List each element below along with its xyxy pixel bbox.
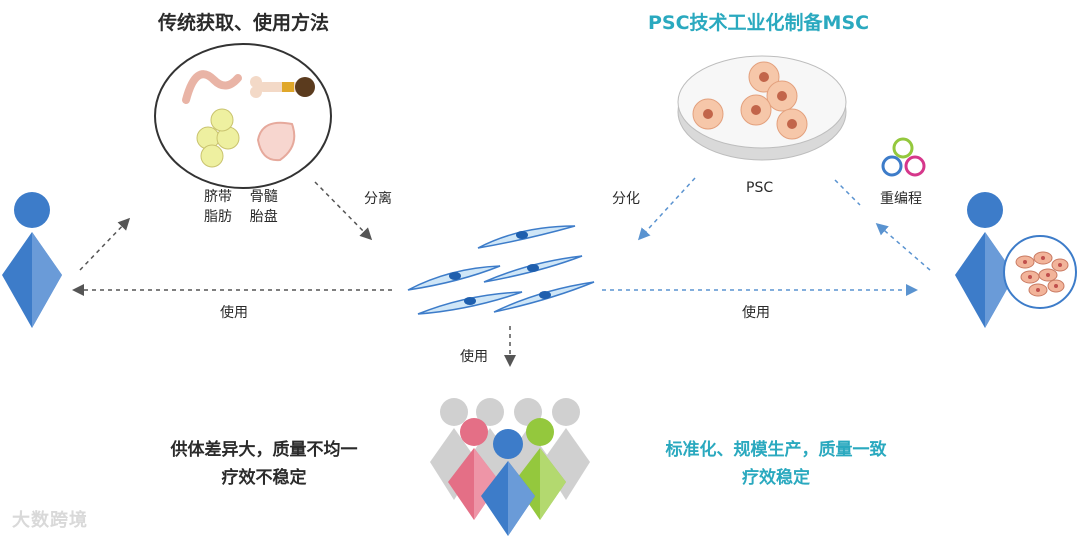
source-labels-row1: 脐带 骨髓	[204, 189, 278, 205]
note-left-line1: 供体差异大，质量不均一	[170, 440, 358, 460]
arrow-person-to-psc-seg	[834, 179, 861, 206]
note-left: 供体差异大，质量不均一 疗效不稳定	[148, 436, 380, 492]
note-right-line1: 标准化、规模生产，质量一致	[665, 440, 887, 460]
note-left-line2: 疗效不稳定	[221, 468, 307, 488]
arrow-person-to-psc	[875, 223, 931, 271]
msc-cells-icon	[407, 225, 595, 315]
tissue-sources-circle	[154, 43, 332, 189]
person-left-icon	[2, 192, 62, 328]
arrow-source-to-cells	[314, 181, 373, 241]
edge-use-left-label: 使用	[220, 305, 248, 321]
arrow-psc-to-cells	[637, 177, 696, 241]
title-psc: PSC技术工业化制备MSC	[648, 12, 870, 34]
psc-label: PSC	[746, 180, 774, 196]
fat-cells-icon	[196, 108, 240, 168]
note-right-line2: 疗效稳定	[742, 468, 810, 488]
edge-separate-label: 分离	[364, 191, 392, 207]
note-right: 标准化、规模生产，质量一致 疗效稳定	[640, 436, 912, 492]
arrow-person-to-source	[79, 217, 131, 271]
cell-bubble-icon	[1003, 235, 1077, 309]
bone-icon	[250, 76, 315, 98]
edge-use-right-label: 使用	[742, 305, 770, 321]
patients-crowd-icon	[430, 398, 590, 536]
placenta-icon	[256, 121, 296, 162]
edge-use-down-label: 使用	[460, 349, 488, 365]
edge-differentiate-label: 分化	[612, 191, 640, 207]
title-traditional: 传统获取、使用方法	[158, 12, 330, 34]
reprogram-label: 重编程	[880, 191, 922, 207]
psc-dish-icon	[677, 55, 847, 161]
umbilical-cord-icon	[182, 70, 242, 104]
person-right-icon	[955, 192, 1015, 328]
watermark: 大数跨境	[12, 510, 88, 531]
source-labels-row2: 脂肪 胎盘	[204, 209, 278, 225]
reprogram-factors-icon	[881, 137, 926, 177]
